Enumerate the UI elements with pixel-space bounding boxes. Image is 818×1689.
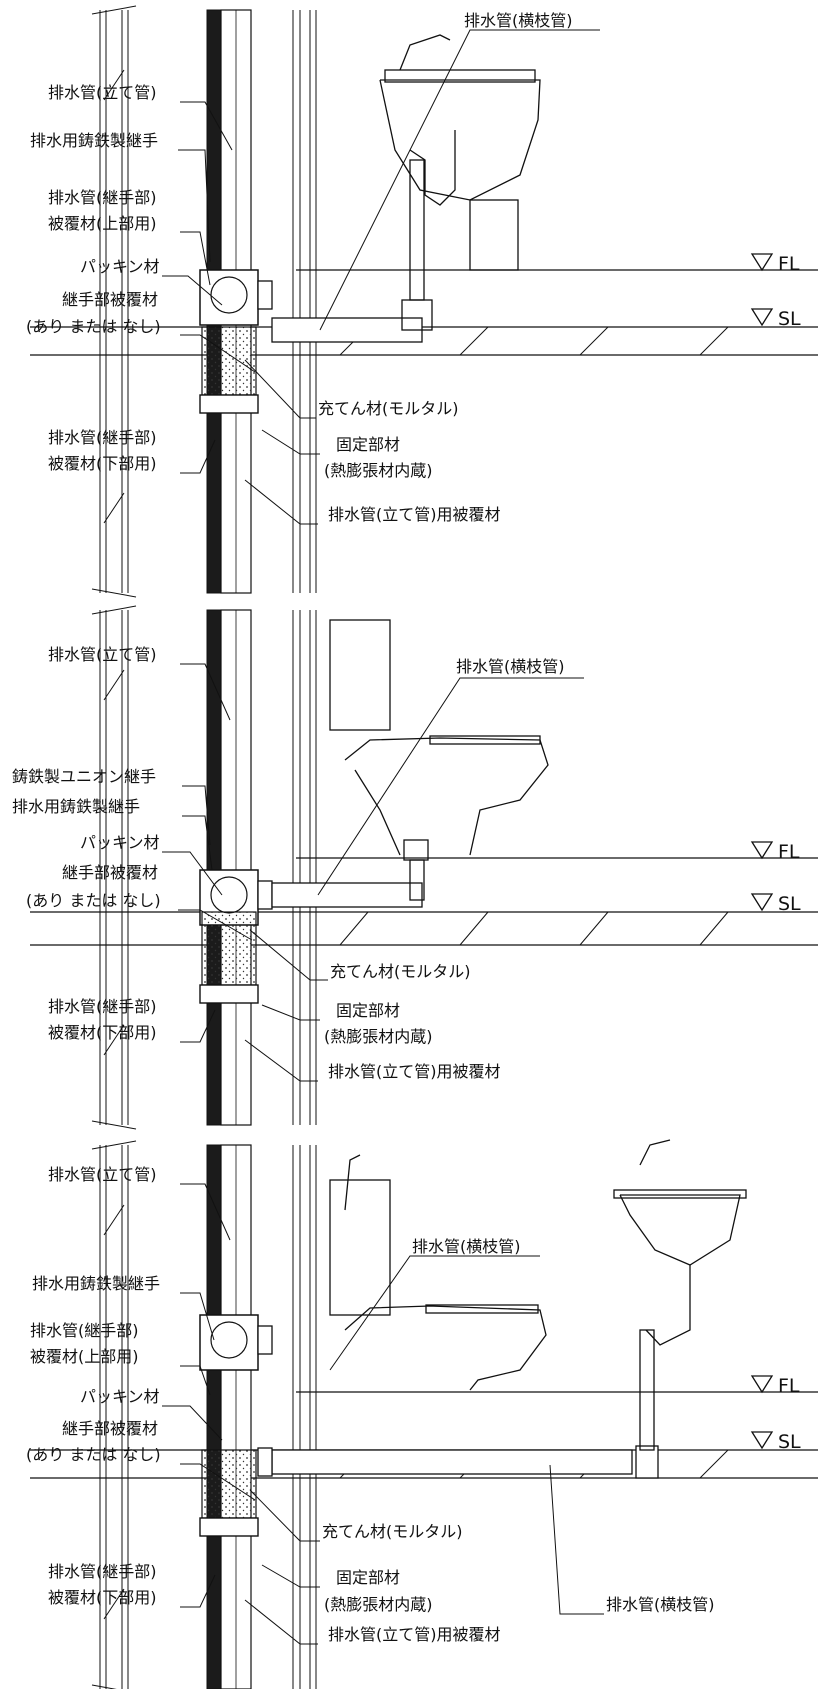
callout-label: 排水管(継手部) [48, 1562, 157, 1581]
callout-label: 排水管(継手部) [30, 1321, 139, 1340]
callout-label: 鋳鉄製ユニオン継手 [12, 767, 156, 786]
callout-label: 排水管(継手部) [48, 997, 157, 1016]
callout-label: 排水用鋳鉄製継手 [12, 797, 140, 816]
callout-label: 継手部被覆材 [62, 863, 158, 882]
callout-label: (あり または なし) [26, 317, 161, 336]
callout-label: 排水管(立て管)用被覆材 [328, 505, 501, 524]
callout-label: 排水管(立て管)用被覆材 [328, 1625, 501, 1644]
callout-label: 排水管(立て管) [48, 1165, 157, 1184]
callout-label: (熱膨張材内蔵) [324, 461, 433, 480]
level-mark-label: FL [778, 1375, 800, 1397]
callout-label: 固定部材 [336, 1001, 400, 1020]
callout-label: (あり または なし) [26, 891, 161, 910]
callout-label: 排水用鋳鉄製継手 [32, 1274, 160, 1293]
callout-label: 排水管(立て管) [48, 83, 157, 102]
callout-label: 排水管(横枝管) [464, 11, 573, 30]
callout-label: パッキン材 [80, 833, 160, 852]
level-mark-label: FL [778, 253, 800, 275]
callout-label: 充てん材(モルタル) [322, 1522, 463, 1541]
callout-label: 充てん材(モルタル) [318, 399, 459, 418]
level-mark-label: SL [778, 1431, 801, 1453]
callout-label: 固定部材 [336, 1568, 400, 1587]
callout-label: 充てん材(モルタル) [330, 962, 471, 981]
panel-toilet-and-basin: FLSL排水管(立て管)排水管(横枝管)排水用鋳鉄製継手排水管(継手部)被覆材(… [26, 1139, 818, 1689]
callout-label: 被覆材(上部用) [48, 214, 157, 233]
callout-label: 被覆材(下部用) [48, 1023, 157, 1042]
callout-label: (熱膨張材内蔵) [324, 1027, 433, 1046]
callout-label: 継手部被覆材 [62, 290, 158, 309]
callout-label: 被覆材(下部用) [48, 454, 157, 473]
callout-label: 排水管(横枝管) [456, 657, 565, 676]
callout-label: 排水用鋳鉄製継手 [30, 131, 158, 150]
callout-label: 排水管(横枝管) [412, 1237, 521, 1256]
callout-label: 排水管(継手部) [48, 188, 157, 207]
callout-label: 継手部被覆材 [62, 1419, 158, 1438]
callout-label: 排水管(継手部) [48, 428, 157, 447]
callout-label: 排水管(横枝管) [606, 1595, 715, 1614]
callout-label: (あり または なし) [26, 1445, 161, 1464]
callout-label: 排水管(立て管)用被覆材 [328, 1062, 501, 1081]
callout-label: 固定部材 [336, 435, 400, 454]
callout-label: 被覆材(上部用) [30, 1347, 139, 1366]
callout-label: 被覆材(下部用) [48, 1588, 157, 1607]
callout-label: (熱膨張材内蔵) [324, 1595, 433, 1614]
callout-label: 排水管(立て管) [48, 645, 157, 664]
callout-label: パッキン材 [80, 257, 160, 276]
panel-toilet: FL SL 排水管(立て管) 排水管(横枝管) 鋳鉄製ユニオン継手排水用鋳鉄製継手パッキ… [12, 605, 818, 1130]
callout-label: パッキン材 [80, 1387, 160, 1406]
level-mark-label: SL [778, 308, 801, 330]
level-mark-label: FL [778, 841, 800, 863]
level-mark-label: SL [778, 893, 801, 915]
